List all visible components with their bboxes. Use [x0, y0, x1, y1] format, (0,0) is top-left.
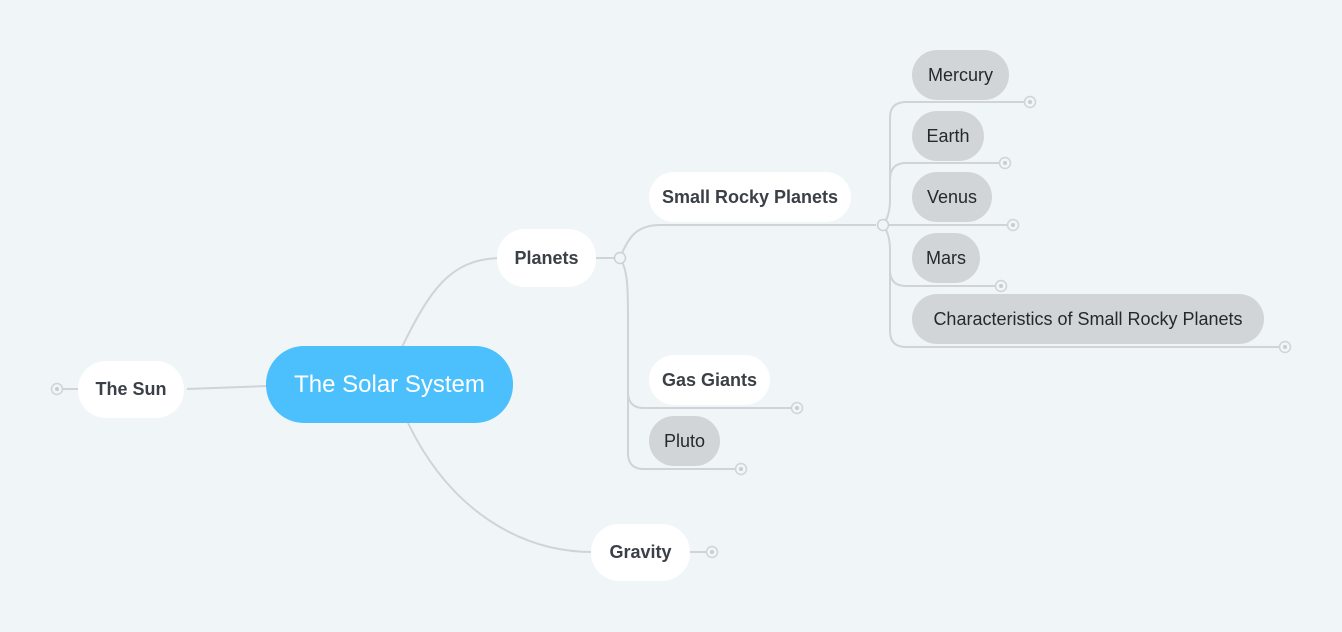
connector-small-rocky [619, 224, 876, 259]
topic-gravity[interactable]: Gravity [591, 524, 690, 581]
toggle-dot [1028, 100, 1032, 104]
toggle-dot [1283, 345, 1287, 349]
toggle-dot [795, 406, 799, 410]
connector-earth [889, 162, 999, 181]
connector-sun [186, 385, 269, 390]
topic-mercury[interactable]: Mercury [912, 50, 1009, 100]
topic-small-rocky-planets[interactable]: Small Rocky Planets [649, 172, 851, 222]
connector-gravity [407, 422, 594, 553]
collapse-toggles [705, 95, 1292, 559]
toggle-dot [999, 284, 1003, 288]
toggle-dot [739, 467, 743, 471]
topic-planets[interactable]: Planets [497, 229, 596, 287]
collapse-toggle-sun-dot [55, 387, 59, 391]
topic-earth[interactable]: Earth [912, 111, 984, 161]
hub-small-rocky[interactable] [876, 218, 890, 232]
connector-planets [401, 257, 499, 348]
topic-characteristics[interactable]: Characteristics of Small Rocky Planets [912, 294, 1264, 344]
topic-gas-giants[interactable]: Gas Giants [649, 355, 770, 405]
connector-gas-giants [619, 257, 791, 409]
central-topic[interactable]: The Solar System [266, 346, 513, 423]
topic-mars[interactable]: Mars [912, 233, 980, 283]
toggle-dot [1003, 161, 1007, 165]
hub-planets[interactable] [613, 251, 627, 265]
topic-pluto[interactable]: Pluto [649, 416, 720, 466]
topic-the-sun[interactable]: The Sun [78, 361, 184, 418]
connector-characteristics [889, 270, 1279, 348]
topic-venus[interactable]: Venus [912, 172, 992, 222]
toggle-dot [710, 550, 714, 554]
connector-mercury [882, 101, 1024, 226]
collapse-toggle-dots [710, 100, 1287, 554]
connector-pluto [627, 380, 735, 470]
toggle-dot [1011, 223, 1015, 227]
